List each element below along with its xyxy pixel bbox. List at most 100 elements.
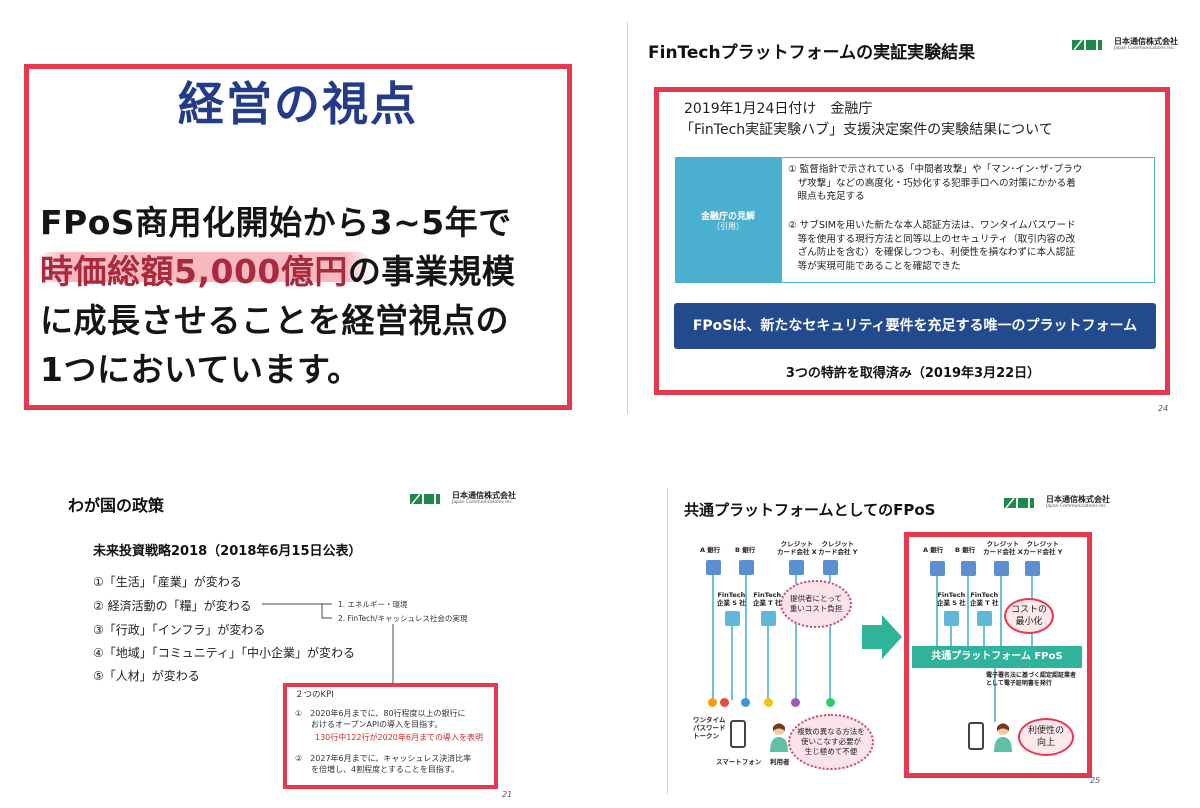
slide4-user-label: 利用者: [770, 758, 790, 766]
slide2-item2-line: ② サブSIMを用いた新たな本人認証方法は、ワンタイムパスワード: [788, 220, 1076, 231]
slide4-cloud-cost-text: 提供者にとって 重いコスト負担: [789, 594, 843, 613]
slide2-item2-line: ざん防止を含む）を確保しつつも、利便性を損なわずに本人認証: [788, 247, 1075, 258]
slide2-title: FinTechプラットフォームの実証実験結果: [648, 43, 976, 63]
slide2-subject-line: 「FinTech実証実験ハブ」支援決定案件の実験結果について: [680, 122, 1053, 138]
token-dot-icon: [764, 698, 773, 707]
slide2-item1-line: ① 監督指針で示されている「中間者攻撃」や「マン･イン･ザ･ブラウ: [788, 164, 1083, 175]
slide4-left-bank-b-box: [739, 560, 754, 575]
slide4-logo-en: Japan Communications Inc.: [1046, 504, 1108, 510]
slide2-fsa-cell: 金融庁の見解 （引用）: [675, 157, 781, 283]
slide4-left-fintech-t: FinTech 企業 T 社: [753, 591, 782, 607]
slide1-title: 経営の視点: [178, 77, 418, 131]
right-arrow-icon: [862, 615, 902, 659]
slide2-logo-jp: 日本通信株式会社: [1114, 37, 1178, 47]
slide1-highlight: [36, 252, 372, 282]
slide3-item: ①「生活」「産業」が変わる: [93, 575, 242, 589]
slide4-right-card-y-box: [1025, 561, 1040, 576]
slide4-right-frame: [904, 532, 1092, 778]
slide2-item2-line: 等が実現可能であることを確認できた: [788, 260, 961, 272]
slide2-item1: ① 監督指針で示されている「中間者攻撃」や「マン･イン･ザ･ブラウ ザ攻撃」など…: [788, 163, 1082, 204]
slide3-kpi-box: ２つのKPI ① 2020年6月までに、80行程度以上の銀行に おけるオープンA…: [283, 683, 498, 789]
slide4-cost-oval-text: コストの 最小化: [1010, 605, 1047, 627]
slide4-cert-note: 電子署名法に基づく認定認証業者 として電子証明書を発行: [986, 672, 1077, 687]
vertical-divider: [627, 22, 628, 414]
slide2-banner: FPoSは、新たなセキュリティ要件を充足する唯一のプラットフォーム: [674, 303, 1156, 349]
slide3-subtitle: 未来投資戦略2018（2018年6月15日公表）: [93, 544, 362, 559]
slide4-convenience-oval-text: 利便性の 向上: [1027, 726, 1064, 748]
slide4-cloud-cost: 提供者にとって 重いコスト負担: [780, 580, 852, 628]
slide3-item: ② 経済活動の「糧」が変わる: [93, 599, 252, 613]
slide3-connectors: [262, 603, 394, 684]
slide2-footer: 3つの特許を取得済み（2019年3月22日）: [785, 366, 1041, 381]
slide1-line1: FPoS商用化開始から3~5年で: [40, 203, 512, 242]
slide3-title: わが国の政策: [68, 496, 165, 515]
slide4-left-card-y-box: [823, 560, 838, 575]
slide4-right-bank-a-box: [930, 561, 945, 576]
slide2-item1-line: 眼点も充足する: [788, 191, 865, 202]
slide4-cloud-inconvenient-text: 複数の異なる方法を 使いこなす必要が 生じ極めて不便: [797, 727, 865, 756]
slide4-right-bank-a: A 銀行: [923, 546, 944, 554]
slide4-left-card-x-box: [789, 560, 804, 575]
slide3-logo-en: Japan Communications Inc.: [452, 500, 514, 506]
slide3-branch2: 2. FinTech/キャッシュレス社会の実現: [338, 614, 468, 623]
slide4-left-fintech-s-box: [725, 611, 740, 626]
slide1-line3: に成長させることを経営視点の: [40, 301, 509, 340]
slide2-frame: [654, 87, 1170, 395]
slide4-right-fintech-t-box: [977, 611, 992, 626]
slide3-kpi1-red: 130行中122行が2020年6月までの導入を表明: [315, 733, 483, 742]
slide3-page-number: 21: [502, 790, 513, 799]
slide3-item: ③「行政」「インフラ」が変わる: [93, 623, 266, 637]
slide1-line2-highlight: 時価総額5,000億円: [40, 252, 348, 291]
slide3-branch1: 1. エネルギー・環境: [338, 600, 408, 609]
slide1-line2-rest: の事業規模: [347, 252, 516, 291]
slide2-fsa-sublabel: （引用）: [712, 222, 744, 231]
slide4-right-bank-b: B 銀行: [955, 546, 976, 554]
user-icon: [992, 722, 1014, 752]
slide4-right-fintech-t: FinTech 企業 T 社: [970, 591, 999, 607]
token-dot-icon: [720, 698, 729, 707]
slide4-right-card-x: クレジット カード会社 X: [983, 540, 1023, 556]
slide4-right-card-x-box: [994, 561, 1009, 576]
slide4-cost-oval: コストの 最小化: [1004, 598, 1054, 634]
slide3-item: ④「地域」「コミュニティ」「中小企業」が変わる: [93, 646, 356, 660]
slide3-kpi1-line: ① 2020年6月までに、80行程度以上の銀行に: [295, 709, 466, 718]
slide2-item2-line: 等を使用する現行方法と同等以上のセキュリティ（取引内容の改: [788, 233, 1076, 245]
slide4-right-fintech-s-box: [944, 611, 959, 626]
slide2-logo-en: Japan Communications Inc.: [1114, 46, 1176, 52]
slide2-fsa-label: 金融庁の見解: [700, 212, 755, 222]
slide4-right-card-y: クレジット カード会社 Y: [1023, 540, 1063, 556]
slide2-item1-line: ザ攻撃」などの高度化・巧妙化する犯罪手口への対策にかかる着: [788, 177, 1076, 189]
slide2-page-number: 24: [1158, 404, 1169, 413]
slide3-item: ⑤「人材」が変わる: [93, 669, 200, 683]
slide4-right-bank-b-box: [961, 561, 976, 576]
slide4-platform-bar: 共通プラットフォーム FPoS: [912, 646, 1082, 668]
slide4-otp-label: ワンタイム パスワード トークン: [693, 716, 726, 740]
slide2-quote-cell: [781, 157, 1155, 283]
user-icon: [768, 722, 790, 752]
company-logo-icon: [1072, 38, 1110, 52]
slide4-title: 共通プラットフォームとしてのFPoS: [684, 501, 936, 519]
company-logo-icon: [1004, 496, 1042, 510]
slide4-left-card-y: クレジット カード会社 Y: [818, 540, 858, 556]
smartphone-icon: [968, 722, 984, 750]
slide4-smartphone-label: スマートフォン: [716, 758, 762, 766]
slide4-convenience-oval: 利便性の 向上: [1018, 718, 1074, 756]
company-logo-icon: [410, 492, 448, 506]
slide4-page-number: 25: [1090, 776, 1101, 785]
slide4-left-fintech-t-box: [761, 611, 776, 626]
vertical-divider: [667, 488, 668, 794]
slide2-item2: ② サブSIMを用いた新たな本人認証方法は、ワンタイムパスワード 等を使用する現…: [788, 219, 1076, 273]
slide1-line2: 時価総額5,000億円の事業規模: [40, 245, 515, 293]
token-dot-icon: [826, 698, 835, 707]
slide3-kpi2-line: を倍増し、4割程度とすることを目指す。: [295, 765, 460, 774]
slide4-left-card-x: クレジット カード会社 X: [777, 540, 817, 556]
slide4-right-fintech-s: FinTech 企業 S 社: [937, 591, 966, 607]
smartphone-icon: [730, 720, 746, 748]
slide3-kpi2-line: ② 2027年6月までに、キャッシュレス決済比率: [295, 754, 472, 763]
token-dot-icon: [741, 698, 750, 707]
slide1-frame: [24, 64, 572, 410]
slide4-left-bank-b: B 銀行: [735, 546, 756, 554]
